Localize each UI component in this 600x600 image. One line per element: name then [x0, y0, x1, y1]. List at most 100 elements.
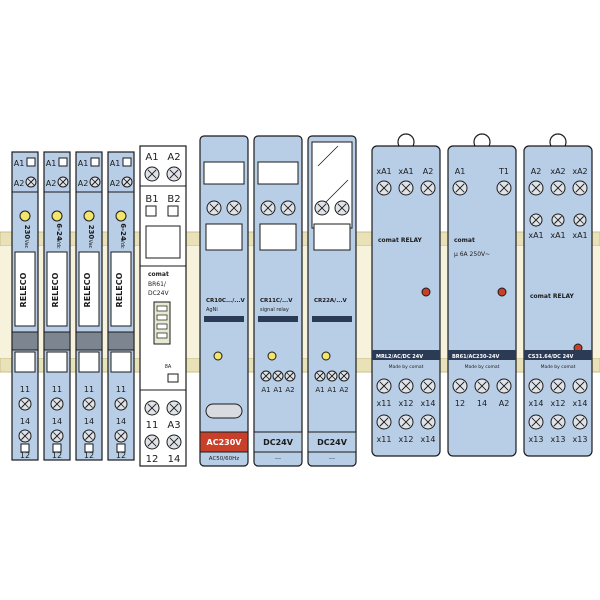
model-band: [448, 350, 516, 360]
voltage-label: 6-24: [55, 223, 63, 241]
screw-slot: [209, 203, 219, 213]
terminal-square: [20, 443, 30, 453]
terminal-label: A2: [339, 386, 348, 394]
screw-slot: [117, 432, 125, 440]
model-label: DC24V: [148, 290, 169, 297]
screw-slot: [21, 432, 29, 440]
terminal-label: x12: [399, 435, 414, 444]
screw-slot: [27, 178, 35, 186]
screw-slot: [575, 183, 585, 193]
screw-slot: [575, 417, 585, 427]
model-label: CR10C.../...V: [206, 298, 246, 304]
screw-slot: [169, 437, 179, 447]
terminal-label: 14: [116, 417, 126, 426]
voltage-label: DC24V: [317, 438, 348, 447]
terminal-label: xA1: [550, 231, 565, 240]
brand-label: RELECO: [19, 272, 28, 307]
terminal-square: [116, 443, 126, 453]
glare-line: [321, 179, 349, 207]
screw-slot: [553, 381, 563, 391]
terminal-label: A2: [14, 179, 25, 188]
led-indicator-icon: [19, 210, 31, 222]
slim-relay-group: A1A2230VacRELECO111412A1A26-24VdcRELECO1…: [11, 151, 135, 461]
terminal-label: x14: [421, 435, 436, 444]
screw-slot: [147, 403, 157, 413]
note-label: Made by comat: [465, 364, 500, 370]
terminal-label: 12: [116, 451, 126, 460]
screw-slot: [53, 400, 61, 408]
terminal-label: A2: [423, 167, 434, 176]
voltage-unit: Vdc: [55, 239, 61, 249]
screw-slot: [575, 381, 585, 391]
screw-slot: [340, 372, 348, 380]
terminal-label: T1: [498, 167, 509, 176]
brand-label: RELECO: [115, 272, 124, 307]
terminal-label: 14: [477, 399, 487, 408]
terminal-square: [52, 443, 62, 453]
brand-label: comat: [454, 237, 475, 244]
terminal-label: A1: [455, 167, 466, 176]
label-window: [110, 351, 132, 373]
terminal-label: 12: [146, 454, 159, 465]
screw-slot: [85, 400, 93, 408]
model-label: CR11C/...V: [260, 298, 293, 304]
terminal-label: xA2: [572, 167, 587, 176]
screw-slot: [123, 178, 131, 186]
terminal-label: x12: [399, 399, 414, 408]
label-window: [203, 161, 245, 185]
screw-slot: [379, 381, 389, 391]
note-label: Made by comat: [541, 364, 576, 370]
label-strip: [14, 251, 36, 327]
terminal-label: 12: [84, 451, 94, 460]
screw-slot: [229, 203, 239, 213]
model-label: MRL2/AC/DC 24V: [376, 354, 423, 360]
voltage-label: 230: [87, 225, 95, 240]
label-window: [145, 225, 181, 259]
brand-stripe: [258, 316, 298, 322]
terminal-label: x14: [421, 399, 436, 408]
screw-slot: [147, 437, 157, 447]
terminal-label: A1: [261, 386, 270, 394]
screw-slot: [85, 432, 93, 440]
terminal-label: 14: [84, 417, 94, 426]
terminal-label: x11: [377, 399, 392, 408]
screw-slot: [328, 372, 336, 380]
terminal-label: A2: [78, 179, 89, 188]
terminal-label: x14: [529, 399, 544, 408]
brand-label: comat: [148, 271, 169, 278]
brand-stripe: [312, 316, 352, 322]
brand-label: RELECO: [83, 272, 92, 307]
terminal-square: [90, 157, 100, 167]
voltage-label: 6-24: [119, 223, 127, 241]
screw-slot: [169, 169, 179, 179]
led-indicator-icon: [51, 210, 63, 222]
model-label: CR22A/...V: [314, 298, 347, 304]
screw-slot: [53, 432, 61, 440]
label-window: [14, 351, 36, 373]
terminal-label: A3: [167, 420, 180, 431]
screw-slot: [531, 381, 541, 391]
terminal-label: xA2: [550, 167, 565, 176]
screw-slot: [117, 400, 125, 408]
model-label: BR61/AC230-24V: [452, 354, 499, 360]
voltage-label: AC230V: [207, 438, 243, 447]
led-indicator-icon: [115, 210, 127, 222]
terminal-square: [84, 443, 94, 453]
release-lever: [205, 403, 243, 419]
terminal-label: 11: [116, 385, 126, 394]
screw-slot: [423, 417, 433, 427]
led-indicator-icon: [213, 351, 223, 361]
screw-slot: [576, 216, 584, 224]
model-band: [524, 350, 592, 360]
terminal-label: A1: [78, 159, 89, 168]
led-indicator-icon: [83, 210, 95, 222]
model-label: BR61/: [148, 281, 167, 288]
screw-slot: [531, 183, 541, 193]
